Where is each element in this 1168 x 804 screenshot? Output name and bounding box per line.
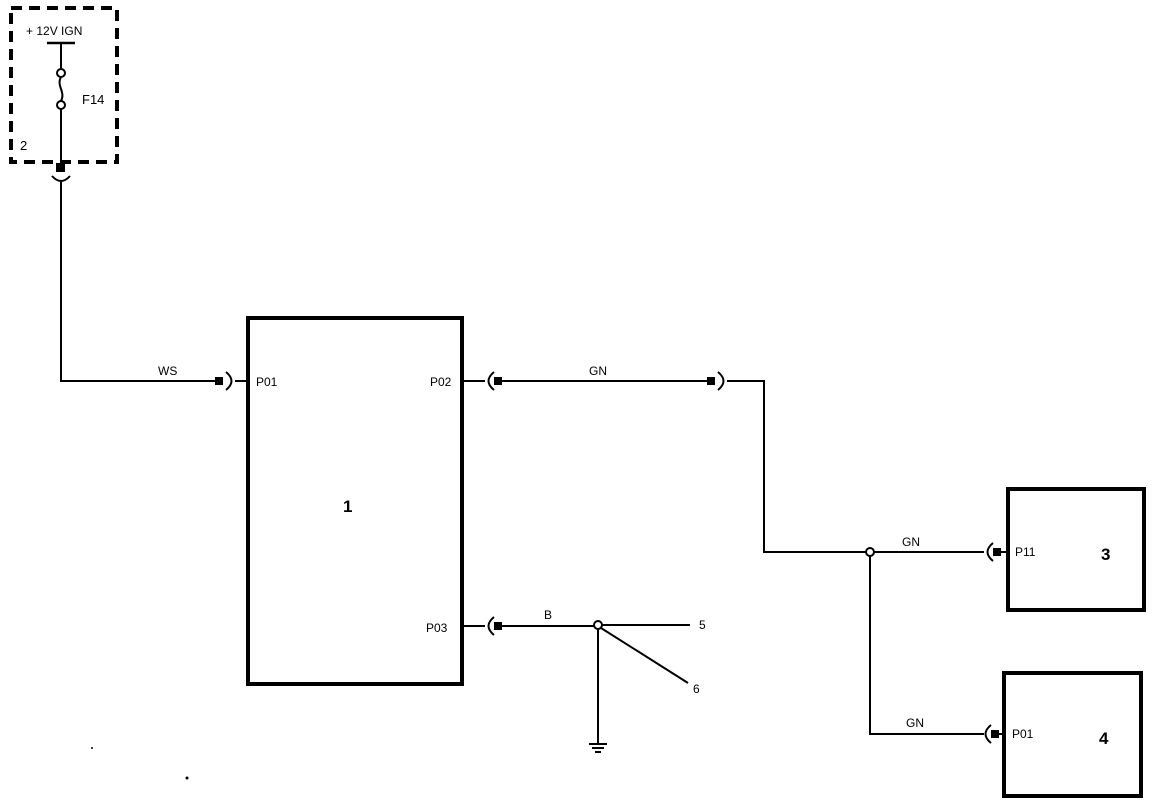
component-1-label: 1 [343, 497, 352, 516]
wire-b-label: B [544, 608, 552, 622]
wire-gn-to-4-label: GN [906, 716, 924, 730]
wire-gn-top-label: GN [589, 364, 607, 378]
ground-ref-6-label: 6 [693, 682, 700, 696]
scan-speck [185, 776, 189, 780]
supply-label: + 12V IGN [26, 24, 82, 38]
wire-ws-label: WS [158, 364, 177, 378]
c3-connector-pin [993, 548, 1001, 556]
fuse-connector-pin [56, 163, 65, 172]
fuse-terminal-top [56, 68, 66, 78]
fuse-connector-socket [51, 175, 71, 182]
fuse-box-id: 2 [20, 138, 27, 153]
pin-p03-label: P03 [426, 621, 448, 635]
pin-c4-p01-label: P01 [1012, 727, 1034, 741]
c4-connector-pin [991, 730, 999, 738]
ground-ref-6-line [600, 627, 689, 684]
scan-speck [91, 747, 93, 749]
inline-connector-socket [717, 371, 725, 391]
pin-p01-label: P01 [256, 375, 278, 389]
p03-connector-pin [494, 622, 502, 630]
fuse-label: F14 [82, 92, 104, 107]
ground-icon [589, 743, 607, 753]
component-3-label: 3 [1101, 545, 1110, 564]
wire-ws [60, 182, 216, 382]
ground-ref-5-label: 5 [699, 618, 706, 632]
component-4-label: 4 [1099, 729, 1109, 748]
fuse-element-icon [58, 76, 64, 102]
wire-gn-to-4 [869, 556, 984, 735]
component-1-box [246, 316, 464, 686]
wire-gn-to-3-label: GN [902, 535, 920, 549]
c4-connector-socket [984, 724, 992, 744]
p02-connector-socket [487, 371, 495, 391]
gn-splice [865, 547, 875, 557]
c3-connector-socket [986, 542, 994, 562]
wire-gn-drop [727, 380, 866, 553]
component-3-box [1006, 487, 1146, 612]
p01-connector-socket [225, 371, 233, 391]
p01-connector-pin [215, 377, 223, 385]
inline-connector-pin [707, 377, 715, 385]
pin-p11-label: P11 [1015, 545, 1036, 559]
p03-connector-socket [487, 616, 495, 636]
component-4-box [1002, 671, 1143, 798]
fuse-terminal-bottom [56, 100, 66, 110]
b-splice [593, 620, 603, 630]
p02-connector-pin [494, 377, 502, 385]
fuse-box-outline [9, 6, 119, 164]
pin-p02-label: P02 [430, 375, 452, 389]
